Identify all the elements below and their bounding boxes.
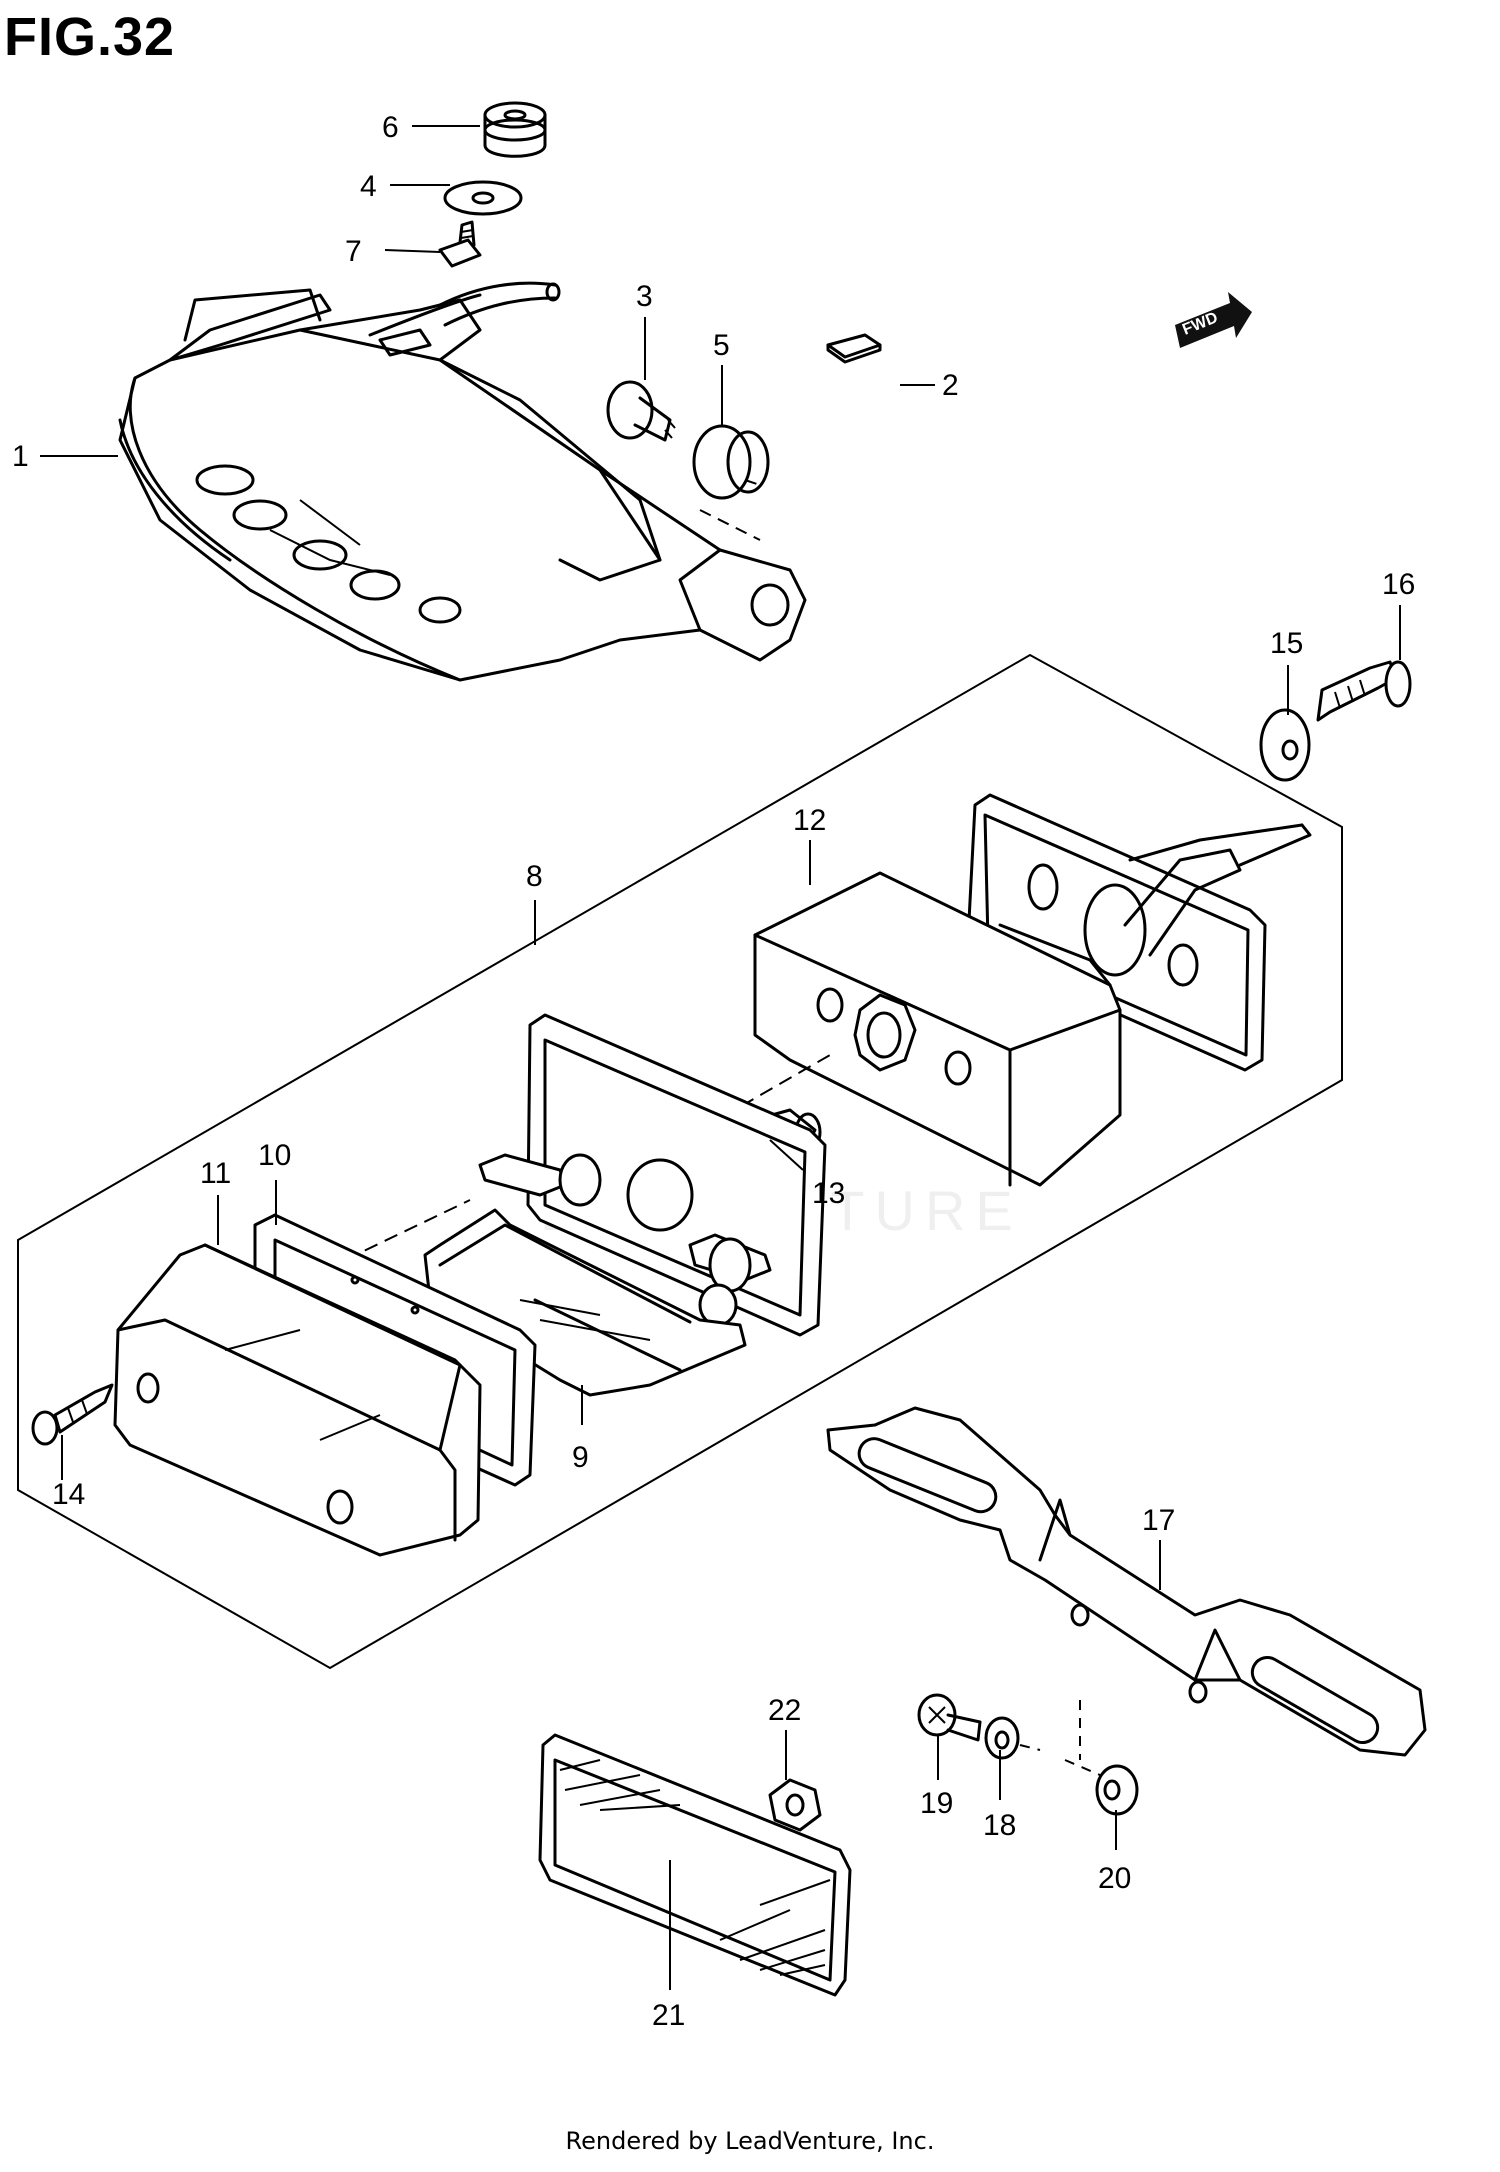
callout-18: 18 <box>983 1809 1016 1842</box>
rear-gasket <box>966 793 1312 1072</box>
part-12-lamp-housing <box>664 871 1122 1187</box>
callout-8: 8 <box>526 860 543 893</box>
part-17-license-bracket <box>826 1406 1427 1757</box>
callout-13: 13 <box>812 1177 845 1210</box>
callout-4: 4 <box>360 170 377 203</box>
callout-17: 17 <box>1142 1504 1175 1537</box>
callout-3: 3 <box>636 280 653 313</box>
figure-title: FIG.32 <box>4 7 176 67</box>
callout-7: 7 <box>345 235 362 268</box>
part-11-lens <box>113 1243 482 1557</box>
part-14-screw <box>31 1383 114 1446</box>
callout-14: 14 <box>52 1478 85 1511</box>
callout-5: 5 <box>713 329 730 362</box>
callout-9: 9 <box>572 1441 589 1474</box>
part-18-washer <box>984 1700 1081 1760</box>
footer-credit: Rendered by LeadVenture, Inc. <box>565 2127 935 2155</box>
callout-20: 20 <box>1098 1862 1131 1895</box>
part-4-washer <box>443 180 523 216</box>
part-7-bolt <box>438 220 482 268</box>
part-16-screw <box>1316 660 1412 722</box>
fwd-direction-arrow-icon: FWD <box>1175 292 1252 348</box>
part-1-tail-light-housing <box>118 281 807 682</box>
callout-11: 11 <box>200 1157 231 1190</box>
part-2-label <box>826 333 882 364</box>
callout-leader-lines <box>40 125 1401 1990</box>
part-21-reflector <box>538 1733 852 1997</box>
part-3-stud <box>606 380 676 442</box>
callout-2: 2 <box>942 369 959 402</box>
callout-21: 21 <box>652 1999 685 2032</box>
callout-19: 19 <box>920 1787 953 1820</box>
part-5-cushion <box>692 424 770 541</box>
callout-22: 22 <box>768 1694 801 1727</box>
callout-labels: 1 2 3 4 5 6 7 8 9 10 11 12 13 14 15 16 1… <box>12 111 1415 2032</box>
callout-16: 16 <box>1382 568 1415 601</box>
callout-6: 6 <box>382 111 399 144</box>
part-6-grommet <box>483 101 547 158</box>
callout-15: 15 <box>1270 627 1303 660</box>
part-15-washer <box>1259 708 1311 782</box>
part-8-assembly-frame <box>17 653 1343 1670</box>
part-20-nut <box>1064 1759 1139 1816</box>
part-19-bolt <box>917 1693 982 1742</box>
callout-12: 12 <box>793 804 826 837</box>
part-22-nut <box>768 1778 822 1832</box>
callout-1: 1 <box>12 440 29 473</box>
part-9-socket-plate <box>344 1013 827 1397</box>
callout-10: 10 <box>258 1139 291 1172</box>
